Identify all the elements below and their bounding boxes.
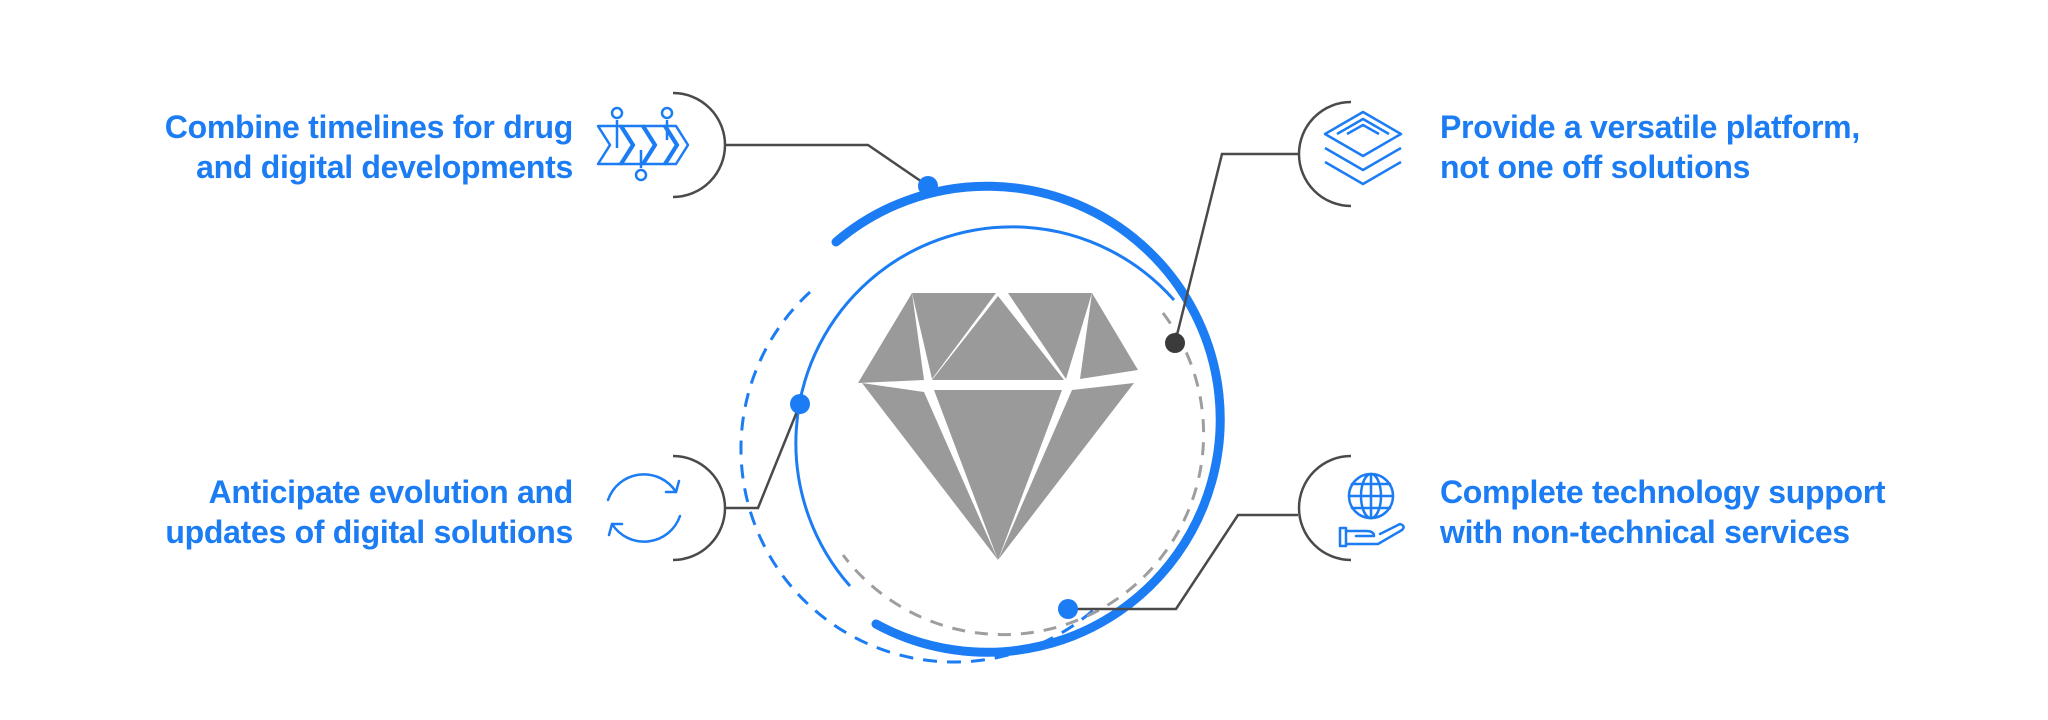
icon-brackets	[672, 91, 1352, 562]
dot-top-left	[918, 176, 938, 196]
connector-top-right	[1173, 152, 1298, 344]
right-dashed-ring	[841, 312, 1206, 637]
bracket-top-right	[1297, 100, 1352, 208]
inner-ring-arc	[794, 225, 1176, 587]
rings	[739, 181, 1225, 664]
left-dashed-ring	[739, 290, 1100, 664]
connector-dots	[790, 176, 1185, 619]
bracket-bottom-right	[1297, 454, 1352, 562]
refresh-cycle-icon	[606, 473, 682, 543]
dot-bottom-right	[1058, 599, 1078, 619]
connector-bottom-left	[726, 403, 802, 510]
connectors	[726, 143, 1298, 611]
globe-in-hand-icon	[1338, 472, 1405, 548]
connector-top-left	[726, 143, 929, 188]
layers-icon	[1323, 110, 1403, 186]
label-versatile-platform: Provide a versatile platform,not one off…	[1440, 109, 1860, 185]
diamond-icon	[858, 293, 1138, 560]
bracket-bottom-left	[672, 454, 727, 562]
bracket-top-left	[672, 91, 727, 199]
connector-bottom-right	[1068, 513, 1298, 611]
timeline-arrows-icon	[596, 106, 690, 182]
dot-top-right	[1165, 333, 1185, 353]
dot-bottom-left	[790, 394, 810, 414]
